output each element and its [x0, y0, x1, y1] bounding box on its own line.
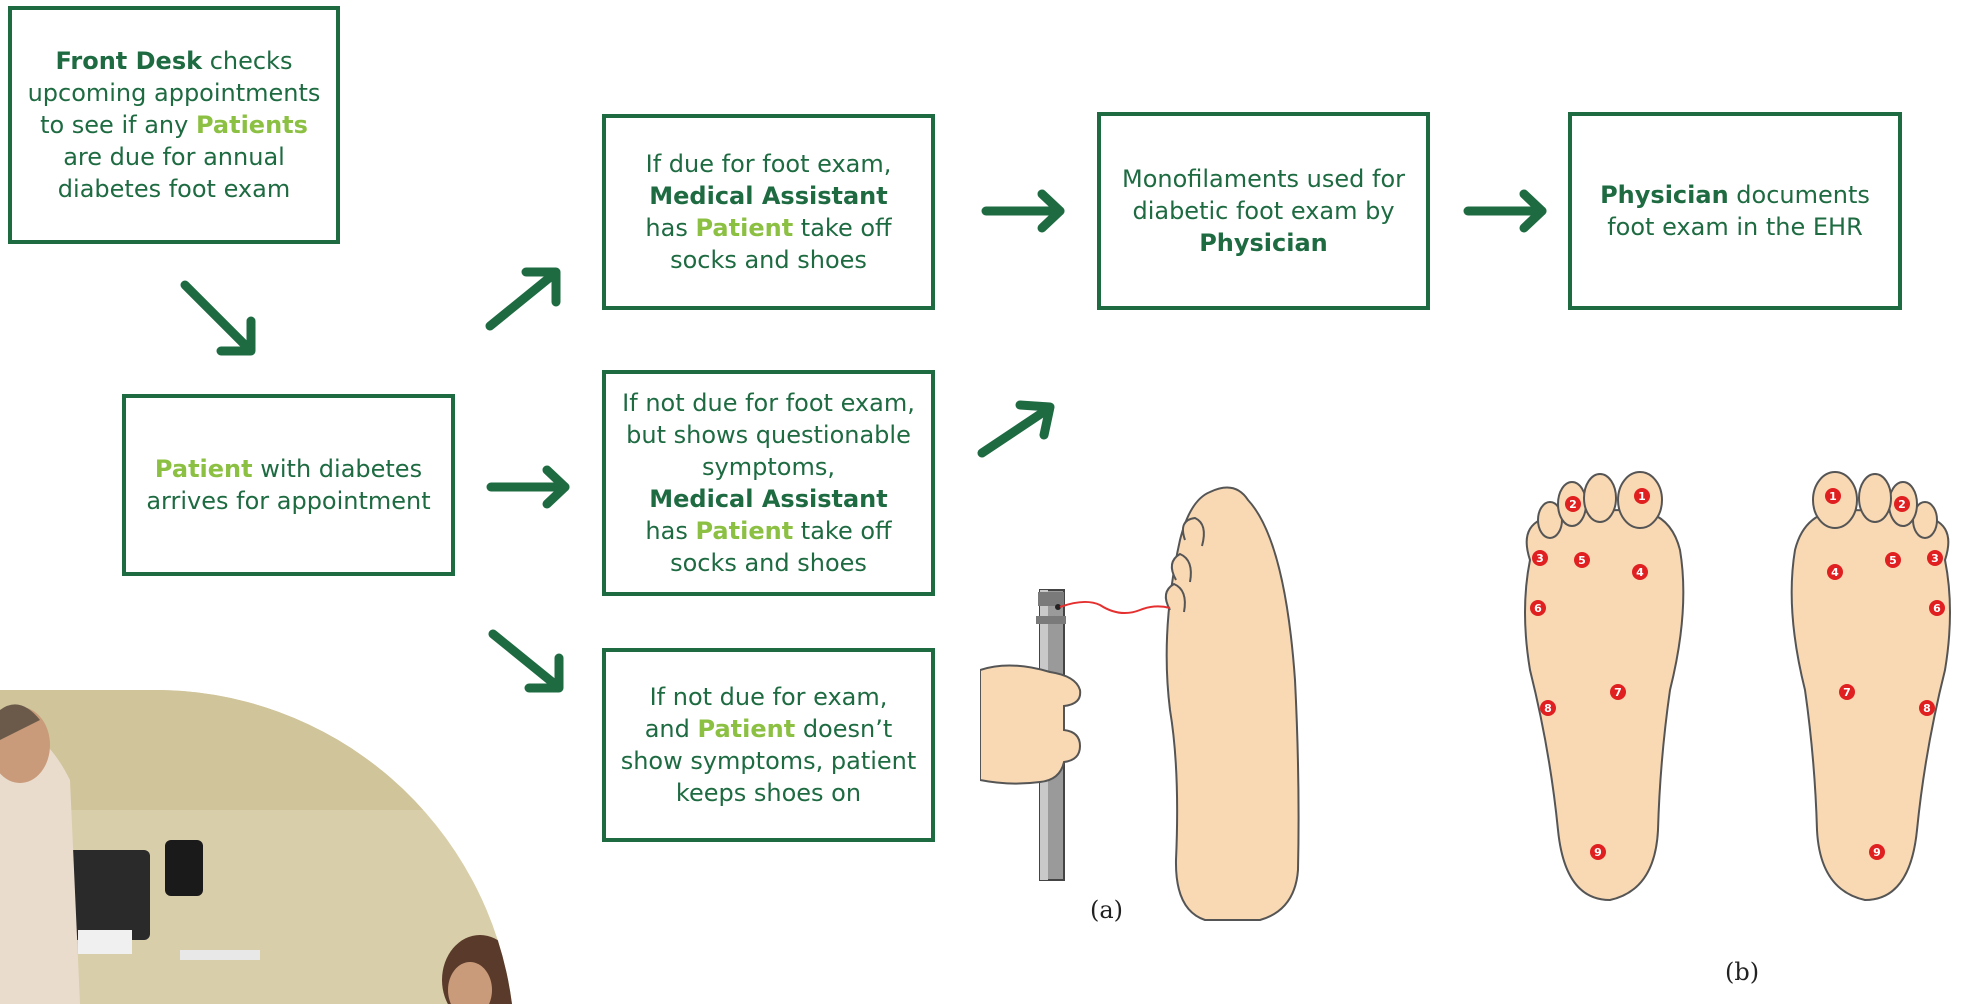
svg-text:8: 8 [1544, 702, 1552, 715]
svg-text:8: 8 [1923, 702, 1931, 715]
svg-text:4: 4 [1831, 566, 1839, 579]
patient-arrival-box: Patient with diabetes arrives for appoin… [122, 394, 455, 576]
monofilament-box: Monofilaments used for diabetic foot exa… [1097, 112, 1430, 310]
documents-box: Physician documents foot exam in the EHR [1568, 112, 1902, 310]
clinic-photo [0, 690, 520, 1004]
caption-a: (a) [1090, 896, 1123, 924]
monofilament-line [1060, 602, 1170, 613]
svg-text:3: 3 [1931, 552, 1939, 565]
svg-text:6: 6 [1933, 602, 1941, 615]
svg-text:5: 5 [1889, 554, 1897, 567]
svg-text:6: 6 [1534, 602, 1542, 615]
svg-text:9: 9 [1594, 846, 1602, 859]
svg-text:7: 7 [1614, 686, 1622, 699]
arrow-arrival-to-due [480, 260, 570, 340]
svg-text:5: 5 [1578, 554, 1586, 567]
front-desk-box: Front Desk checks upcoming appointments … [8, 6, 340, 244]
arrow-front-desk-to-arrival [175, 275, 265, 365]
not-due-symptoms-box: If not due for foot exam, but shows ques… [602, 370, 935, 596]
hand [980, 665, 1080, 783]
arrow-arrival-to-symptoms [485, 462, 575, 512]
foot-sites-figure-b: 1 2 3 4 5 6 7 8 9 1 2 3 4 5 6 7 8 9 (b) [1510, 470, 1965, 1004]
due-for-exam-box: If due for foot exam, Medical Assistant … [602, 114, 935, 310]
svg-text:1: 1 [1638, 490, 1646, 503]
svg-text:9: 9 [1873, 846, 1881, 859]
monofilament-figure-a: (a) [980, 480, 1380, 940]
caption-b: (b) [1725, 958, 1759, 986]
not-due-no-symptoms-box: If not due for exam, and Patient doesn’t… [602, 648, 935, 842]
arrow-monofilament-to-documents [1462, 186, 1552, 236]
svg-text:2: 2 [1569, 498, 1577, 511]
svg-text:2: 2 [1898, 498, 1906, 511]
soap-dispenser [165, 840, 203, 896]
arrow-symptoms-to-monofilament [972, 395, 1062, 465]
svg-text:4: 4 [1636, 566, 1644, 579]
svg-text:7: 7 [1843, 686, 1851, 699]
foot-side-view [1167, 488, 1299, 921]
svg-text:1: 1 [1829, 490, 1837, 503]
svg-text:3: 3 [1536, 552, 1544, 565]
arrow-due-to-monofilament [980, 186, 1070, 236]
